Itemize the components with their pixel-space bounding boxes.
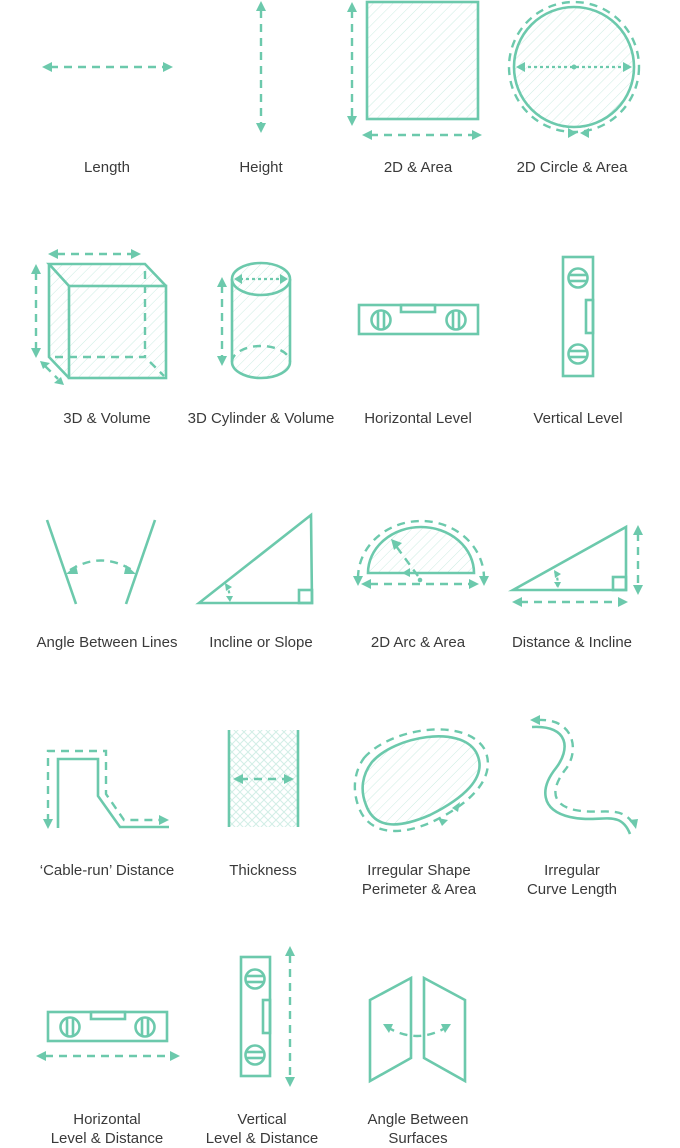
cylinder-volume-icon bbox=[217, 261, 292, 380]
label-vertical-level-distance: Vertical Level & Distance bbox=[206, 1110, 319, 1148]
label-2d-circle-area: 2D Circle & Area bbox=[516, 159, 628, 176]
vertical-dashed-arrow-icon bbox=[256, 1, 266, 133]
label-irregular-shape: Irregular Shape Perimeter & Area bbox=[362, 861, 476, 899]
rectangle-area-icon bbox=[347, 0, 482, 140]
label-angle-between-lines: Angle Between Lines bbox=[36, 634, 178, 651]
distance-incline-triangle-icon bbox=[507, 524, 643, 607]
label-angle-between-surfaces-line1: Angle Between bbox=[367, 1111, 469, 1128]
angle-between-lines-icon bbox=[45, 519, 157, 605]
label-irregular-curve-line2: Curve Length bbox=[526, 881, 618, 898]
label-thickness: Thickness bbox=[229, 862, 297, 879]
irregular-curve-icon bbox=[530, 715, 638, 835]
label-cable-run-distance: ‘Cable-run’ Distance bbox=[39, 862, 175, 879]
label-horizontal-level-distance-line1: Horizontal bbox=[73, 1111, 141, 1128]
label-vertical-level-distance-line1: Vertical bbox=[237, 1111, 287, 1128]
label-irregular-shape-line1: Irregular Shape bbox=[367, 862, 471, 879]
horizontal-level-distance-icon bbox=[36, 1010, 180, 1061]
label-angle-between-surfaces: Angle Between Surfaces bbox=[368, 1110, 469, 1148]
cable-run-path-icon bbox=[43, 749, 169, 829]
label-height: Height bbox=[239, 159, 283, 176]
horizontal-dashed-arrow-icon bbox=[42, 62, 173, 72]
horizontal-level-icon bbox=[357, 303, 480, 336]
label-horizontal-level-distance-line2: Level & Distance bbox=[50, 1130, 164, 1147]
label-distance-incline: Distance & Incline bbox=[511, 634, 633, 651]
semicircle-arc-area-icon bbox=[353, 519, 489, 589]
label-irregular-shape-line2: Perimeter & Area bbox=[361, 881, 477, 898]
cube-volume-icon bbox=[31, 249, 168, 385]
incline-triangle-icon bbox=[195, 512, 314, 605]
angle-between-surfaces-icon bbox=[368, 975, 467, 1084]
label-irregular-curve-line1: Irregular bbox=[544, 862, 600, 879]
circle-area-icon bbox=[507, 0, 641, 138]
label-3d-volume: 3D & Volume bbox=[63, 410, 151, 427]
label-length: Length bbox=[84, 159, 130, 176]
vertical-level-icon bbox=[561, 255, 595, 378]
label-horizontal-level: Horizontal Level bbox=[364, 410, 472, 427]
label-angle-between-surfaces-line2: Surfaces bbox=[388, 1130, 448, 1147]
label-3d-cylinder-volume: 3D Cylinder & Volume bbox=[187, 410, 335, 427]
label-vertical-level-distance-line2: Level & Distance bbox=[205, 1130, 319, 1147]
label-vertical-level: Vertical Level bbox=[533, 410, 623, 427]
irregular-shape-icon bbox=[353, 728, 490, 833]
label-incline-or-slope: Incline or Slope bbox=[209, 634, 313, 651]
label-horizontal-level-distance: Horizontal Level & Distance bbox=[51, 1110, 164, 1148]
label-2d-area: 2D & Area bbox=[383, 159, 453, 176]
label-2d-arc-area: 2D Arc & Area bbox=[370, 634, 466, 651]
thickness-wall-icon bbox=[227, 730, 300, 827]
vertical-level-distance-icon bbox=[239, 946, 295, 1087]
label-irregular-curve: Irregular Curve Length bbox=[527, 861, 617, 899]
